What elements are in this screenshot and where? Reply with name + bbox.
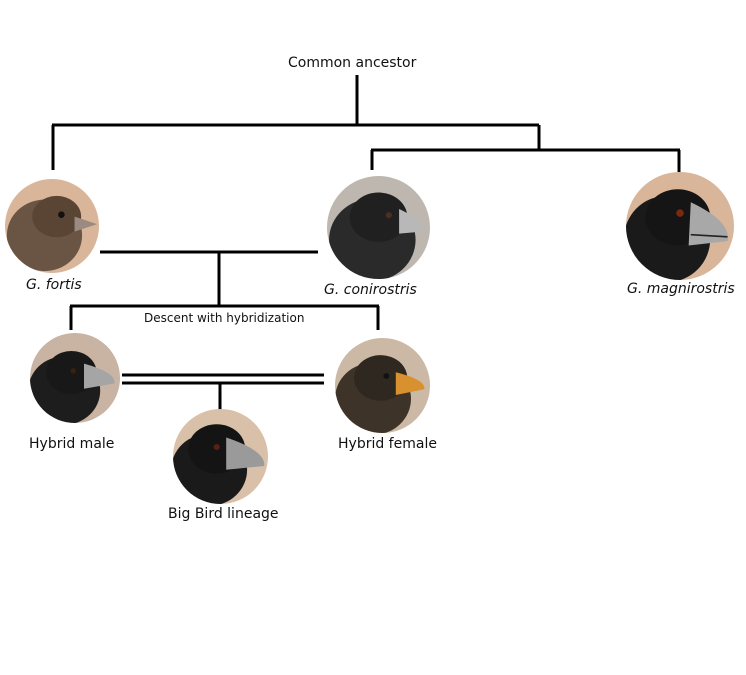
g-magnirostris-portrait xyxy=(626,172,734,280)
big-bird-lineage-label: Big Bird lineage xyxy=(168,506,279,522)
big-bird-lineage-portrait xyxy=(173,409,268,504)
g-magnirostris-label: G. magnirostris xyxy=(627,281,735,297)
hybrid-female-label: Hybrid female xyxy=(338,436,437,452)
hybridization-label: Descent with hybridization xyxy=(144,311,305,325)
root-label: Common ancestor xyxy=(288,55,417,71)
hybrid-male-label: Hybrid male xyxy=(29,436,115,452)
g-conirostris-portrait xyxy=(327,176,430,279)
hybrid-male-portrait xyxy=(30,333,120,423)
g-conirostris-label: G. conirostris xyxy=(324,282,417,298)
g-fortis-label: G. fortis xyxy=(26,277,82,293)
g-fortis-portrait xyxy=(5,179,99,273)
hybrid-female-portrait xyxy=(335,338,430,433)
